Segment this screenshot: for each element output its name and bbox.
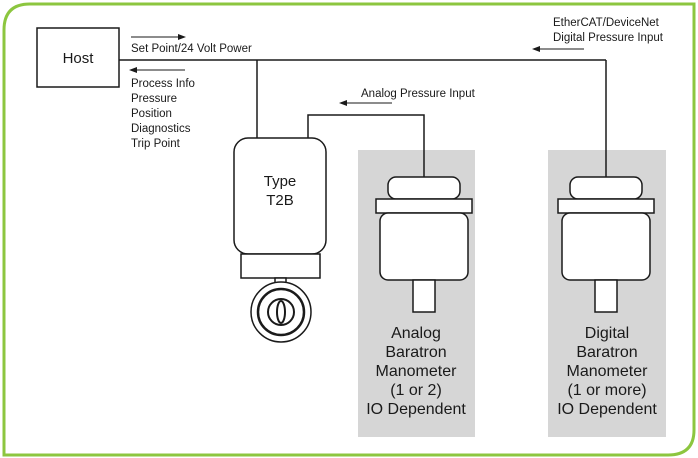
host-box bbox=[36, 27, 120, 88]
analog-body bbox=[379, 212, 469, 281]
digital-label-line-1: Digital bbox=[585, 325, 629, 342]
set-point-arrow bbox=[131, 34, 186, 40]
analog-label-line-4: (1 or 2) bbox=[390, 382, 442, 399]
analog-top-cap bbox=[387, 176, 461, 200]
ethercat-label: EtherCAT/DeviceNet bbox=[553, 17, 660, 29]
analog-label-line-2: Baratron bbox=[385, 344, 446, 361]
analog-label-line-1: Analog bbox=[391, 325, 441, 342]
analog-stem bbox=[412, 279, 436, 313]
process-info-label: Process Info bbox=[131, 78, 195, 90]
digital-manometer bbox=[557, 176, 655, 313]
pressure-label: Pressure bbox=[131, 93, 177, 105]
position-label: Position bbox=[131, 108, 172, 120]
digital-label-line-3: Manometer bbox=[567, 363, 649, 380]
digital-input-label: Digital Pressure Input bbox=[553, 32, 664, 44]
digital-label-line-5: IO Dependent bbox=[557, 401, 657, 418]
trip-point-label: Trip Point bbox=[131, 138, 181, 150]
digital-stem bbox=[594, 279, 618, 313]
digital-label-line-4: (1 or more) bbox=[567, 382, 646, 399]
analog-input-label: Analog Pressure Input bbox=[361, 88, 476, 100]
digital-collar bbox=[557, 198, 655, 214]
digital-label-line-2: Baratron bbox=[576, 344, 637, 361]
analog-wire bbox=[307, 114, 425, 177]
analog-label-line-3: Manometer bbox=[376, 363, 458, 380]
analog-label-line-5: IO Dependent bbox=[366, 401, 466, 418]
digital-body bbox=[561, 212, 651, 281]
analog-manometer bbox=[375, 176, 473, 313]
diagnostics-label: Diagnostics bbox=[131, 123, 191, 135]
digital-top-cap bbox=[569, 176, 643, 200]
host-label: Host bbox=[63, 50, 95, 67]
set-point-label: Set Point/24 Volt Power bbox=[131, 43, 252, 55]
valve-label-line-1: Type bbox=[264, 173, 297, 190]
t2b-valve bbox=[233, 137, 327, 343]
valve-neck bbox=[240, 253, 321, 279]
analog-collar bbox=[375, 198, 473, 214]
process-info-arrow bbox=[129, 67, 185, 73]
analog-input-arrow bbox=[339, 100, 392, 106]
valve-label-line-2: T2B bbox=[266, 192, 294, 209]
digital-input-arrow bbox=[532, 46, 584, 52]
valve-port-disk bbox=[276, 300, 286, 324]
